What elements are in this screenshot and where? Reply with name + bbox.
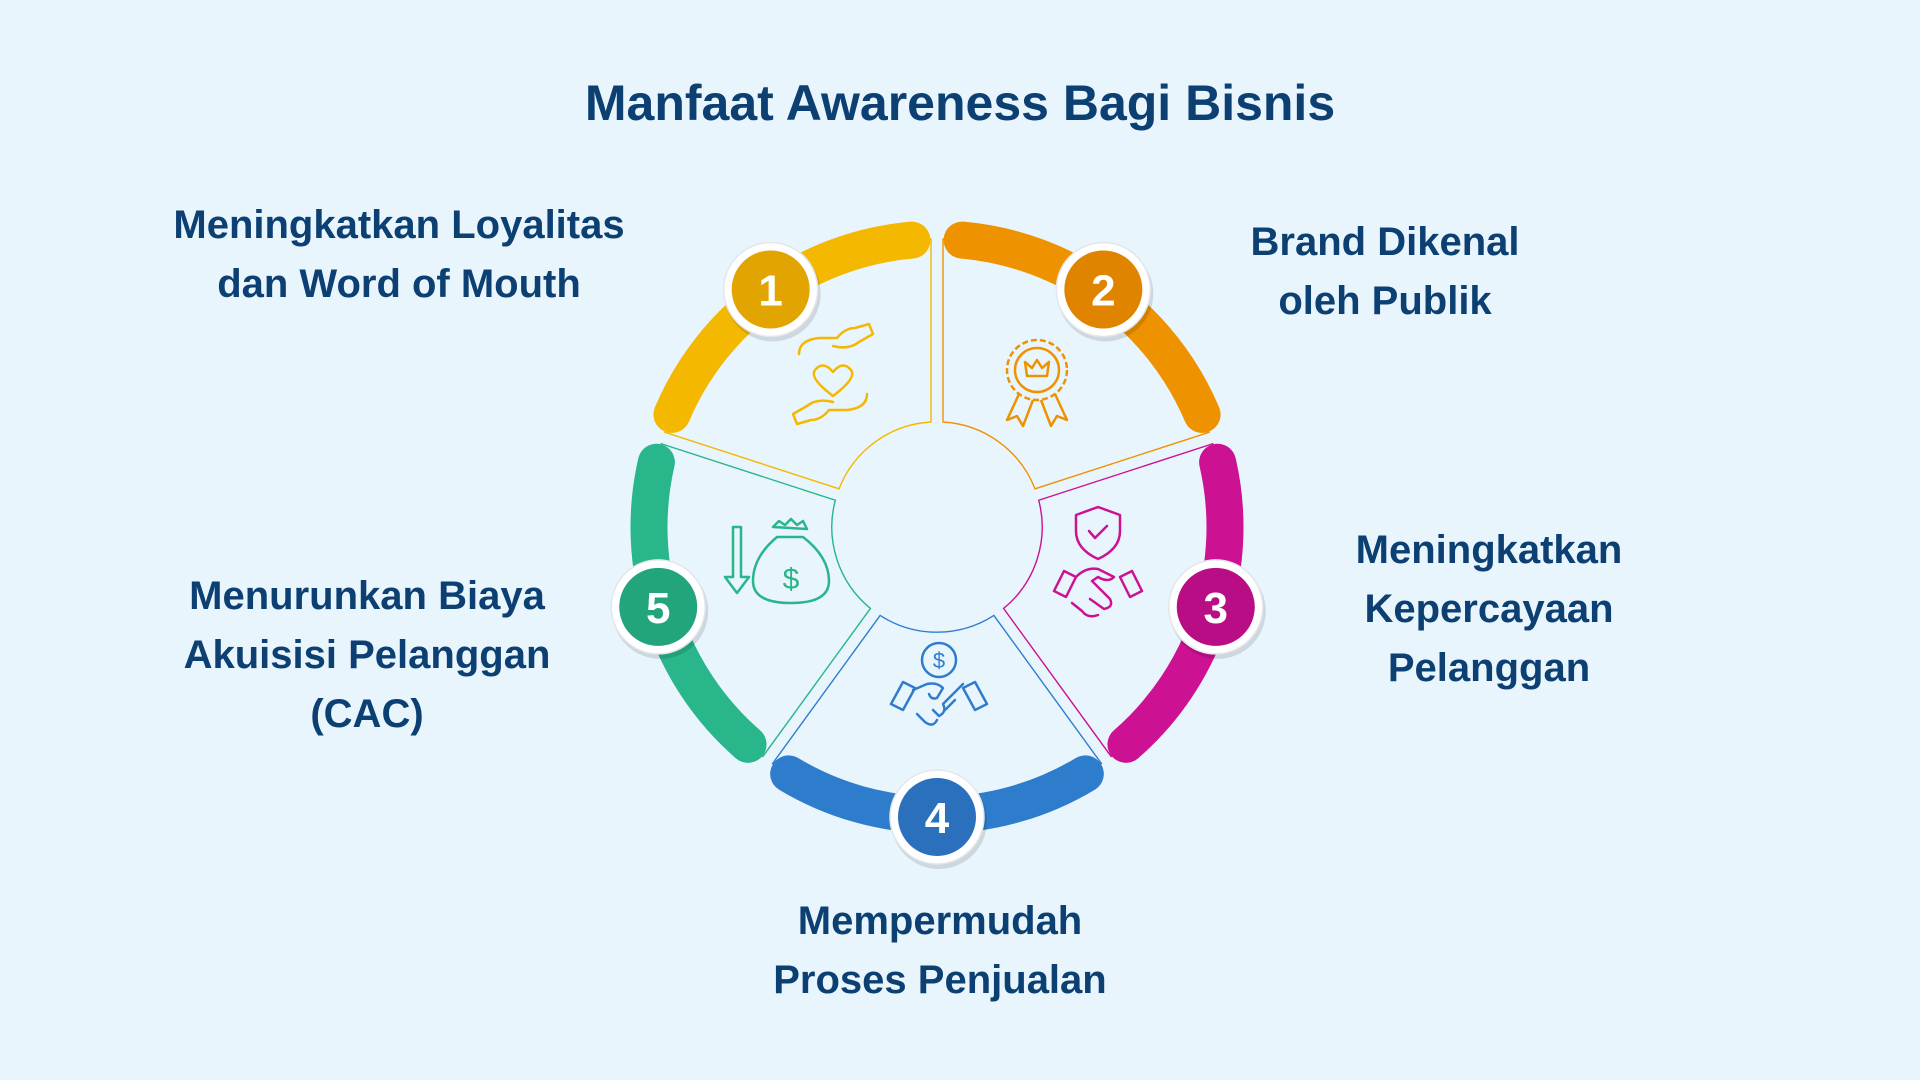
shield-handshake-icon	[1052, 505, 1144, 618]
label-1-line-2: dan Word of Mouth	[217, 262, 581, 306]
step-badge-3: 3	[1168, 559, 1266, 659]
svg-text:$: $	[783, 563, 800, 596]
label-2-line-2: oleh Publik	[1278, 279, 1492, 323]
label-3-line-3: Pelanggan	[1387, 646, 1591, 690]
hands-heart-icon	[791, 322, 875, 426]
label-1: Meningkatkan Loyalitas dan Word of Mouth	[89, 196, 709, 314]
label-3: Meningkatkan Kepercayaan Pelanggan	[1179, 521, 1799, 698]
label-5: Menurunkan Biaya Akuisisi Pelanggan (CAC…	[57, 567, 677, 744]
label-4-line-2: Proses Penjualan	[773, 958, 1107, 1002]
label-1-line-1: Meningkatkan Loyalitas	[173, 203, 625, 247]
label-5-line-2: Akuisisi Pelanggan	[183, 633, 551, 677]
step-number-4: 4	[925, 794, 950, 843]
step-number-2: 2	[1091, 266, 1115, 315]
step-badge-1: 1	[722, 241, 821, 342]
label-2-line-1: Brand Dikenal	[1250, 220, 1520, 264]
svg-text:$: $	[933, 648, 945, 673]
step-number-5: 5	[646, 584, 670, 633]
label-4: Mempermudah Proses Penjualan	[630, 892, 1250, 1010]
label-2: Brand Dikenal oleh Publik	[1075, 213, 1695, 331]
label-3-line-1: Meningkatkan	[1355, 528, 1623, 572]
money-bag-down-icon: $	[723, 517, 831, 605]
step-number-3: 3	[1204, 584, 1228, 633]
step-badge-2: 2	[1055, 241, 1154, 342]
label-5-line-1: Menurunkan Biaya	[189, 574, 545, 618]
money-handshake-icon: $	[889, 641, 989, 726]
label-3-line-2: Kepercayaan	[1364, 587, 1614, 631]
step-number-1: 1	[758, 266, 782, 315]
step-badge-5: 5	[610, 559, 709, 659]
label-5-line-3: (CAC)	[310, 692, 424, 736]
label-4-line-1: Mempermudah	[797, 899, 1083, 943]
step-badge-4: 4	[889, 769, 987, 869]
award-badge-icon	[1005, 338, 1069, 428]
page-title: Manfaat Awareness Bagi Bisnis	[584, 75, 1336, 131]
